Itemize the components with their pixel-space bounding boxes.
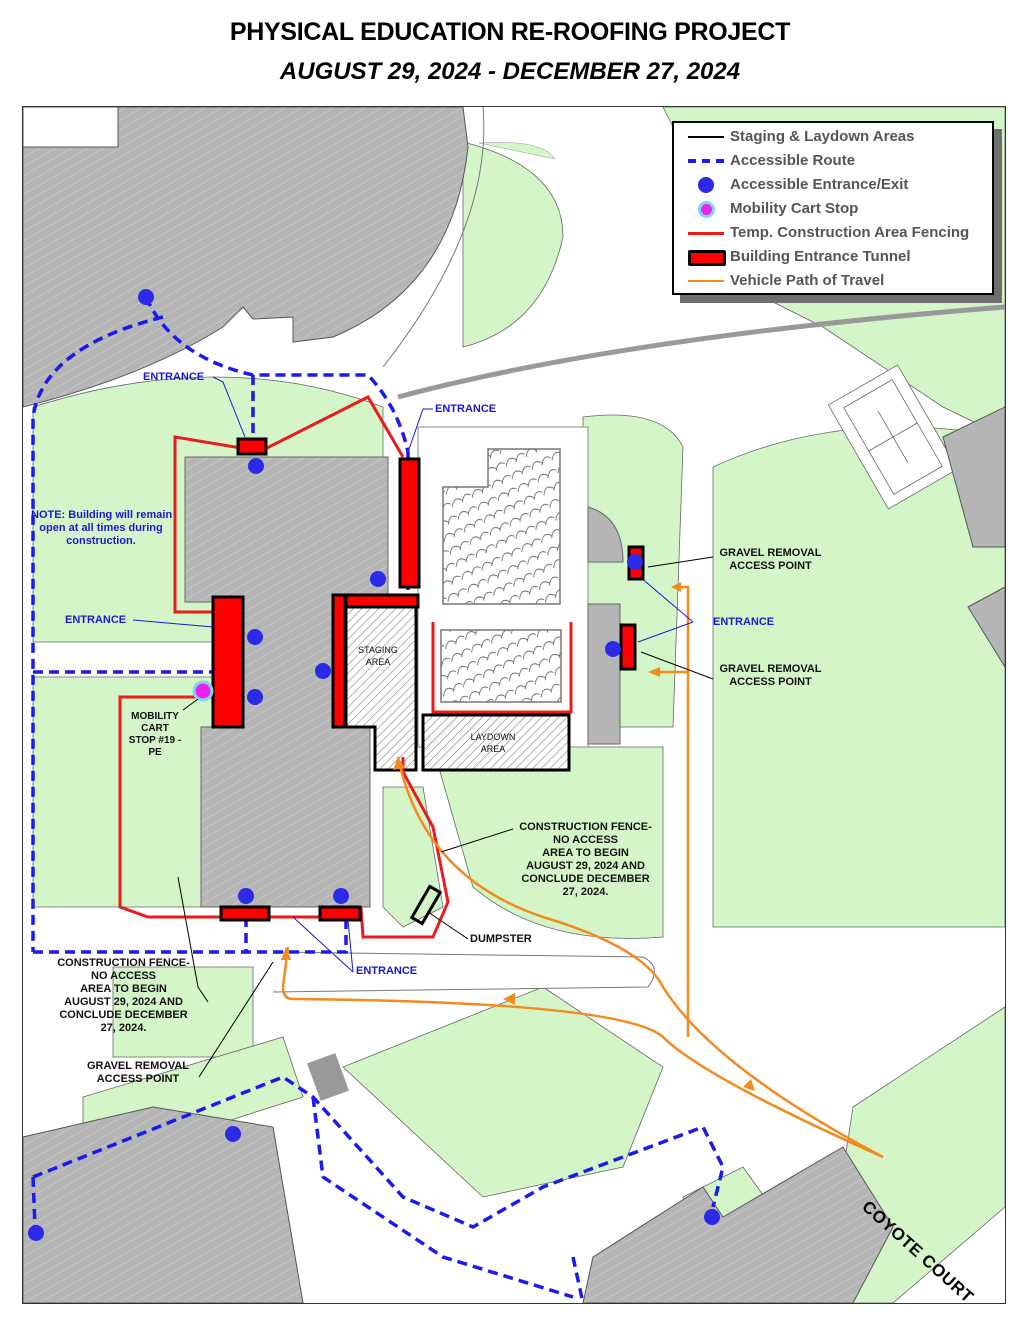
entrance-label-top-mid: ENTRANCE [435, 403, 497, 415]
orange-line-icon [688, 273, 728, 289]
pe-building [184, 456, 389, 908]
dashed-line-icon [688, 153, 728, 169]
legend-tunnel: Building Entrance Tunnel [674, 245, 992, 269]
map-legend: Staging & Laydown Areas Accessible Route… [672, 121, 994, 295]
laydown-area [421, 713, 571, 772]
construction-fence-note-left: CONSTRUCTION FENCE- NO ACCESS AREA TO BE… [57, 957, 190, 1034]
mobility-cart-label: MOBILITY CART STOP #19 - PE [128, 711, 182, 758]
site-map: Staging & Laydown Areas Accessible Route… [22, 106, 1006, 1304]
laydown-area-label: LAYDOWN AREA [470, 732, 516, 754]
entrance-label-bottom: ENTRANCE [356, 965, 418, 977]
gravel-access-bottom: GRAVEL REMOVAL ACCESS POINT [86, 1060, 190, 1085]
mobility-cart-icon [688, 201, 728, 218]
blue-dot-icon [688, 177, 728, 193]
entrance-label-left: ENTRANCE [65, 614, 127, 626]
gravel-access-lower: GRAVEL REMOVAL ACCESS POINT [719, 663, 822, 688]
black-line-icon [688, 129, 728, 145]
building-open-note: NOTE: Building will remain open at all t… [31, 509, 173, 547]
legend-accessible-route: Accessible Route [674, 149, 992, 173]
entrance-label-top-left: ENTRANCE [143, 371, 205, 383]
construction-fence-note-right: CONSTRUCTION FENCE- NO ACCESS AREA TO BE… [519, 821, 652, 898]
legend-accessible-entrance: Accessible Entrance/Exit [674, 173, 992, 197]
accessible-entrance-dots [28, 289, 720, 1241]
staging-area-label: STAGING AREA [358, 645, 398, 667]
legend-fencing: Temp. Construction Area Fencing [674, 221, 992, 245]
vehicle-path [281, 585, 884, 1159]
red-box-icon [688, 249, 728, 266]
gym-building [23, 107, 469, 408]
entrance-label-right: ENTRANCE [713, 616, 775, 628]
map-date-range: AUGUST 29, 2024 - DECEMBER 27, 2024 [279, 58, 741, 85]
dumpster-icon [409, 884, 443, 926]
gravel-access-upper: GRAVEL REMOVAL ACCESS POINT [719, 547, 822, 572]
red-line-icon [688, 225, 728, 241]
legend-vehicle-path: Vehicle Path of Travel [674, 269, 992, 293]
legend-staging: Staging & Laydown Areas [674, 125, 992, 149]
map-title: PHYSICAL EDUCATION RE-ROOFING PROJECT [229, 18, 791, 46]
dumpster-label: DUMPSTER [470, 933, 532, 945]
mobility-cart-stop-icon [192, 680, 214, 702]
legend-mobility-cart: Mobility Cart Stop [674, 197, 992, 221]
